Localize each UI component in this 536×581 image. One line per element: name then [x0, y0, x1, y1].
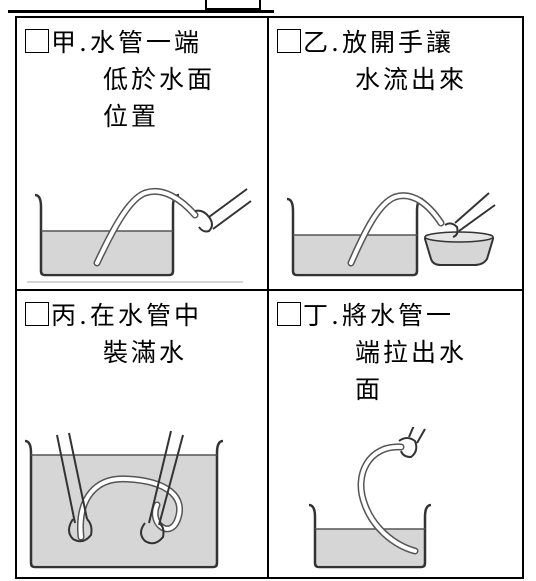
option-text-line: 面 — [355, 375, 384, 404]
answer-checkbox[interactable] — [277, 302, 301, 326]
option-text-line: 在水管中 — [89, 301, 202, 330]
hose-filled-in-water-illustration — [24, 430, 224, 569]
hose-end-below-water-illustration — [27, 188, 252, 283]
option-label-yi: 乙.放開手讓 水流出來 — [277, 24, 467, 98]
option-cell-jia: 甲.水管一端 低於水面 位置 — [15, 16, 269, 291]
answer-box-stub — [205, 0, 261, 10]
option-text-line: 水流出來 — [355, 65, 468, 94]
cropped-header — [0, 0, 536, 16]
option-text-line: 位置 — [103, 102, 160, 131]
option-marker: 丙. — [51, 301, 90, 330]
option-label-bing: 丙.在水管中 裝滿水 — [25, 297, 202, 371]
answer-checkbox[interactable] — [25, 29, 49, 53]
option-text-line: 水管一端 — [89, 28, 202, 57]
water-flowing-into-bowl-illustration — [286, 192, 496, 277]
option-label-ding: 丁.將水管一 端拉出水 面 — [277, 297, 467, 408]
option-text-line: 端拉出水 — [355, 338, 468, 367]
option-cell-bing: 丙.在水管中 裝滿水 — [15, 289, 269, 579]
option-marker: 丁. — [303, 301, 342, 330]
option-cell-ding: 丁.將水管一 端拉出水 面 — [267, 289, 524, 579]
options-grid: 甲.水管一端 低於水面 位置 乙.放開手讓 水流出來 — [15, 16, 524, 579]
answer-checkbox[interactable] — [277, 29, 301, 53]
option-marker: 乙. — [303, 28, 342, 57]
header-underline — [8, 10, 274, 13]
option-marker: 甲. — [51, 28, 90, 57]
hose-pulled-out-of-water-illustration — [308, 427, 432, 569]
option-text-line: 裝滿水 — [103, 338, 188, 367]
option-text-line: 低於水面 — [103, 65, 216, 94]
option-cell-yi: 乙.放開手讓 水流出來 — [267, 16, 524, 291]
answer-checkbox[interactable] — [25, 302, 49, 326]
option-text-line: 將水管一 — [341, 301, 454, 330]
option-label-jia: 甲.水管一端 低於水面 位置 — [25, 24, 215, 135]
option-text-line: 放開手讓 — [341, 28, 454, 57]
